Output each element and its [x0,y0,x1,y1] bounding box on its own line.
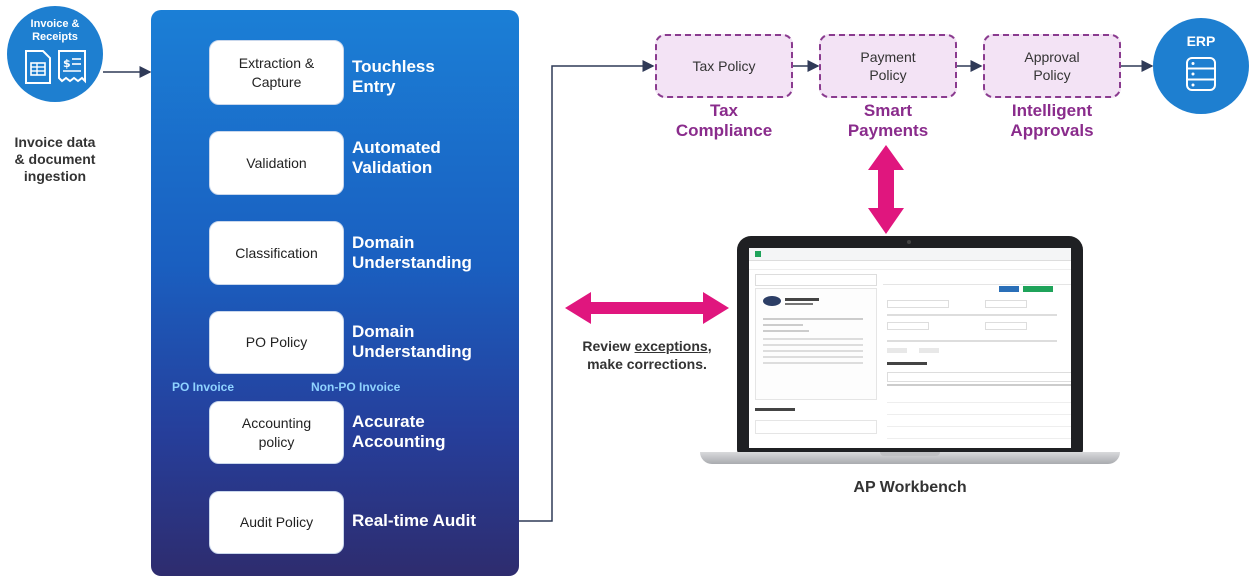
non-po-invoice-label: Non-PO Invoice [311,380,401,394]
receipt-icon: $ [58,50,86,84]
circle-label-line2: Receipts [32,31,78,43]
circle-label-line1: Invoice & [30,18,80,30]
audit-to-policy-line [519,60,655,522]
extraction-capture-box[interactable]: Extraction &Capture [209,40,344,105]
audit-policy-box[interactable]: Audit Policy [209,491,344,554]
review-exceptions-text: Review exceptions, make corrections. [582,338,712,372]
ap-workbench-label: AP Workbench [853,479,967,496]
erp-circle: ERP [1153,18,1249,114]
classification-box[interactable]: Classification [209,221,344,285]
invoice-receipts-circle: Invoice & Receipts $ [7,6,103,102]
po-policy-box[interactable]: PO Policy [209,311,344,374]
database-icon [1186,57,1216,91]
ap-workbench-laptop [700,236,1120,472]
vertical-double-arrow [868,145,904,234]
laptop-notch [880,452,940,456]
laptop-base [700,452,1120,464]
invoice-icon [25,50,51,84]
tax-policy-box[interactable]: Tax Policy [655,34,793,98]
svg-text:$: $ [63,57,71,70]
workbench-screen[interactable] [749,248,1071,448]
ingestion-caption: Invoice data & document ingestion [14,134,96,184]
po-invoice-label: PO Invoice [172,380,235,394]
laptop-camera [907,240,911,244]
validation-box[interactable]: Validation [209,131,344,195]
erp-label: ERP [1186,33,1216,49]
realtime-audit-tag: Real-time Audit [352,511,477,530]
horizontal-double-arrow [565,292,729,324]
